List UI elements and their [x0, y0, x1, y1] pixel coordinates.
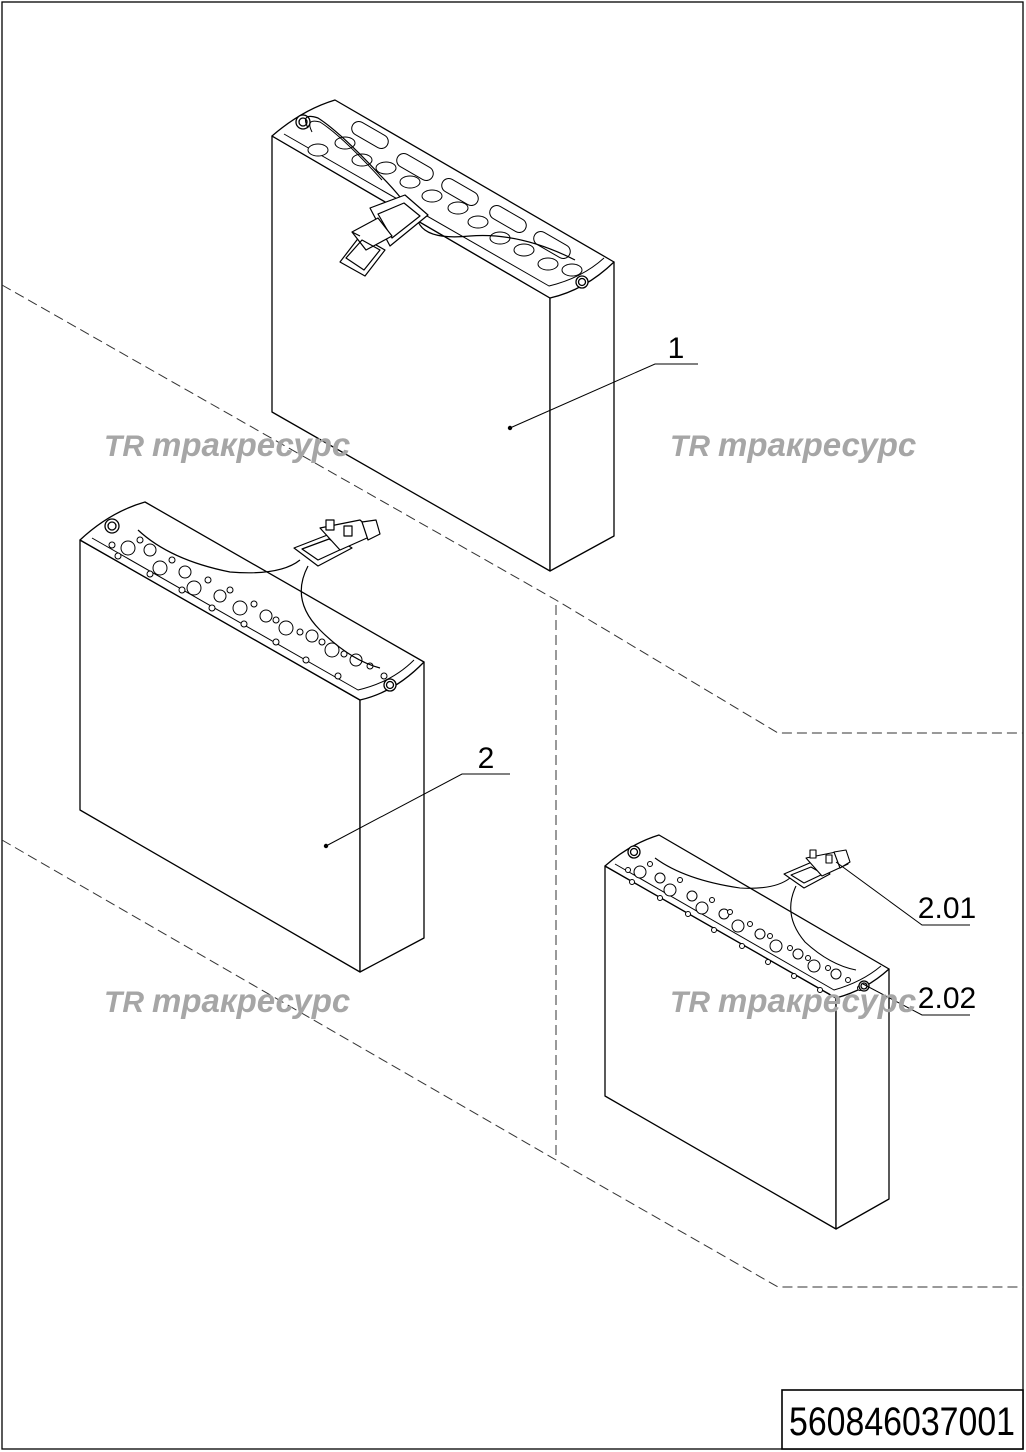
- battery-1-connector: [339, 194, 429, 277]
- watermark-logo: TR: [104, 430, 144, 463]
- dashed-separators: [1, 284, 1023, 1288]
- watermark-text: тракресурс: [718, 982, 916, 1019]
- leader-lines: [325, 363, 970, 1016]
- callout-2: 2: [478, 742, 495, 775]
- watermark-bottom-left: TR тракресурс: [104, 982, 350, 1019]
- battery-1-side: [549, 261, 615, 572]
- battery-1: [271, 99, 615, 572]
- battery-detail-top: [604, 834, 890, 999]
- callout-1: 1: [668, 332, 685, 365]
- watermark-top-left: TR тракресурс: [104, 426, 350, 463]
- watermark-top-right: TR тракресурс: [670, 426, 916, 463]
- callout-2-02: 2.02: [918, 982, 976, 1015]
- callout-2-01: 2.01: [918, 892, 976, 925]
- watermark-logo: TR: [670, 430, 710, 463]
- leader-dot-1: [507, 425, 513, 431]
- watermark-text: тракресурс: [152, 982, 350, 1019]
- battery-detail-connector: [783, 849, 851, 889]
- watermark-logo: TR: [104, 986, 144, 1019]
- watermark-bottom-right: TR тракресурс: [670, 982, 916, 1019]
- battery-2-connector: [293, 519, 381, 567]
- watermark-text: тракресурс: [152, 426, 350, 463]
- document-number-box: [781, 1389, 1024, 1450]
- battery-detail: [604, 834, 890, 1230]
- leader-dot-2: [323, 843, 329, 849]
- battery-2: [79, 501, 425, 973]
- battery-2-side: [359, 661, 425, 973]
- document-number: 560846037001: [789, 1400, 1015, 1444]
- watermark-text: тракресурс: [718, 426, 916, 463]
- watermark-logo: TR: [670, 986, 710, 1019]
